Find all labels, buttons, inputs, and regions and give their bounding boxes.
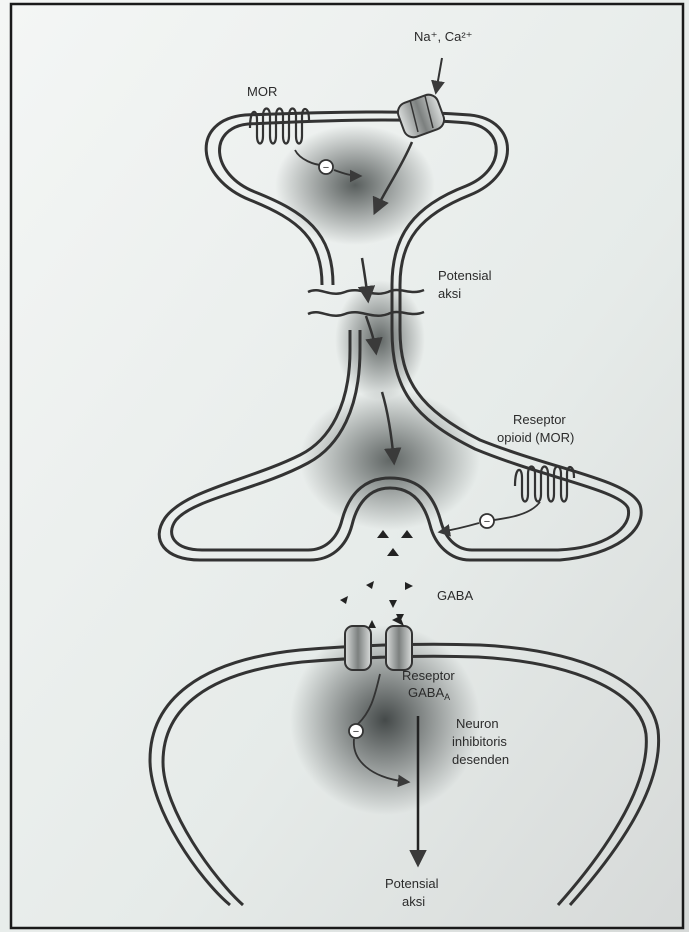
mor-top-label: MOR xyxy=(247,84,277,99)
ions-label: Na⁺, Ca²⁺ xyxy=(414,29,473,44)
inhibit-sign-top: − xyxy=(323,162,329,174)
neuron-label-3: desenden xyxy=(452,752,509,767)
shading-terminal xyxy=(300,390,480,530)
gaba-receptor-label-1: Reseptor xyxy=(402,668,455,683)
action-potential-bottom-label-2: aksi xyxy=(402,894,425,909)
neuron-label-2: inhibitoris xyxy=(452,734,507,749)
inhibit-sign-bottom: − xyxy=(353,726,359,738)
receptor-opioid-label-2: opioid (MOR) xyxy=(497,430,574,445)
gaba-label: GABA xyxy=(437,588,473,603)
gaba-receptor-label-2-main: GABA xyxy=(408,685,444,700)
gaba-receptor-subscript: A xyxy=(444,692,450,702)
receptor-opioid-label-1: Reseptor xyxy=(513,412,566,427)
gaba-receptor-label-2: GABAA xyxy=(408,685,450,702)
action-potential-bottom-label-1: Potensial xyxy=(385,876,439,891)
action-potential-mid-label-1: Potensial xyxy=(438,268,492,283)
neuron-label-1: Neuron xyxy=(456,716,499,731)
action-potential-mid-label-2: aksi xyxy=(438,286,461,301)
inhibit-sign-right: − xyxy=(484,516,490,528)
